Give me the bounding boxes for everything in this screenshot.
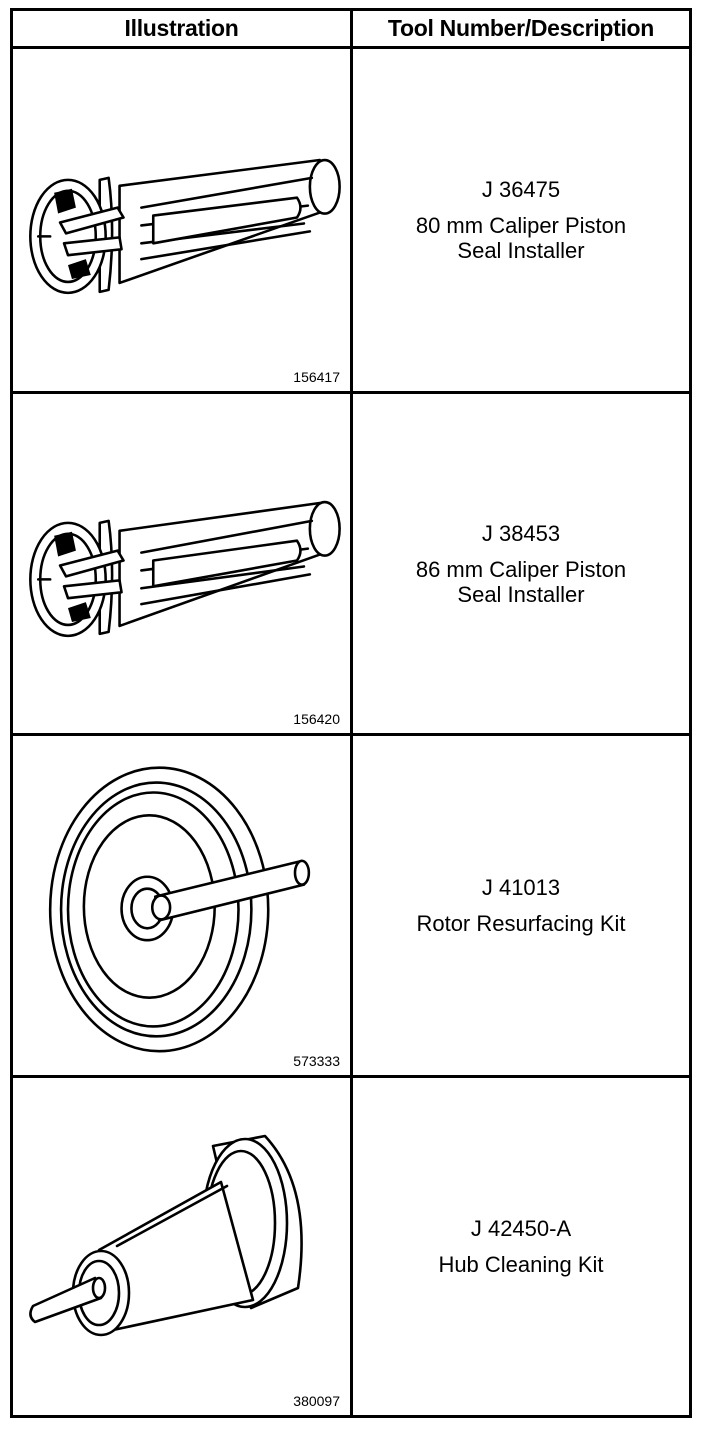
description-line: Seal Installer (457, 581, 585, 607)
description-cell: J 36475 80 mm Caliper Piston Seal Instal… (353, 49, 689, 391)
description-cell: J 41013 Rotor Resurfacing Kit (353, 736, 689, 1075)
figure-number: 156417 (293, 369, 340, 385)
description-line: 86 mm Caliper Piston (415, 556, 627, 582)
illustration-cell: 156420 (13, 394, 350, 733)
table-row: 156417 J 36475 80 mm Caliper Piston Seal… (13, 49, 689, 394)
tool-number: J 36475 (481, 177, 561, 202)
caliper-piston-seal-installer-icon (29, 500, 341, 638)
column-divider (350, 11, 353, 1415)
figure-number: 573333 (293, 1053, 340, 1069)
illustration-cell: 156417 (13, 49, 350, 391)
table-row: 380097 J 42450-A Hub Cleaning Kit (13, 1078, 689, 1415)
figure-number: 380097 (293, 1393, 340, 1409)
tool-number: J 42450-A (470, 1216, 572, 1241)
tool-number: J 38453 (481, 520, 561, 546)
description-cell: J 42450-A Hub Cleaning Kit (353, 1078, 689, 1415)
description-cell: J 38453 86 mm Caliper Piston Seal Instal… (353, 394, 689, 733)
header-illustration: Illustration (124, 15, 239, 41)
tool-number: J 41013 (481, 875, 561, 900)
description-line: Hub Cleaning Kit (438, 1252, 604, 1277)
header-tool-description: Tool Number/Description (387, 15, 655, 41)
tool-table: Illustration Tool Number/Description 156… (10, 8, 692, 1418)
rotor-resurfacing-kit-icon (48, 766, 311, 1053)
description-line: Rotor Resurfacing Kit (416, 911, 626, 936)
illustration-cell: 573333 (13, 736, 350, 1075)
description-line: 80 mm Caliper Piston (415, 213, 627, 238)
description-line: Seal Installer (457, 238, 585, 263)
caliper-piston-seal-installer-icon (29, 158, 341, 295)
figure-number: 156420 (293, 711, 340, 727)
hub-cleaning-kit-icon (29, 1134, 303, 1337)
illustration-cell: 380097 (13, 1078, 350, 1415)
table-row: 156420 J 38453 86 mm Caliper Piston Seal… (13, 394, 689, 736)
table-row: 573333 J 41013 Rotor Resurfacing Kit (13, 736, 689, 1078)
